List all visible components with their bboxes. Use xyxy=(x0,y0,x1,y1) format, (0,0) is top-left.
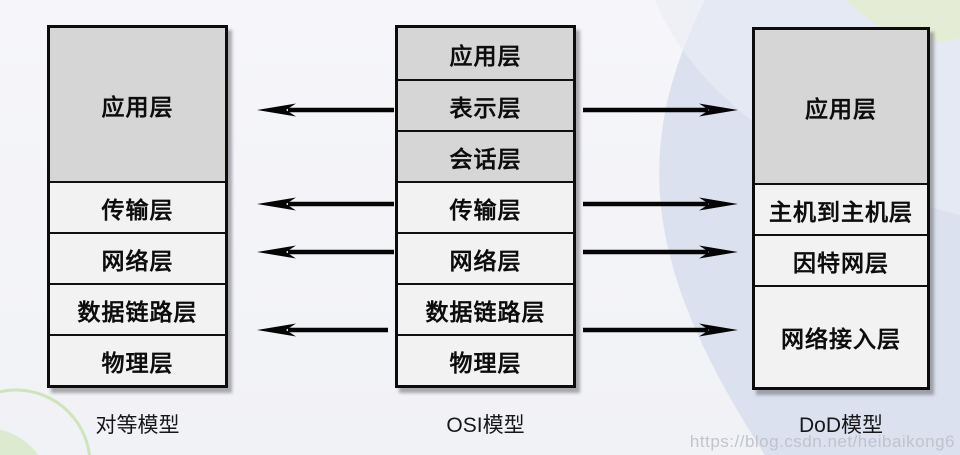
peer-layer-datalink: 数据链路层 xyxy=(50,283,225,334)
layer-label: 主机到主机层 xyxy=(769,198,913,225)
dod-layer-network-access: 网络接入层 xyxy=(755,285,927,387)
arrow-right-transport xyxy=(583,197,738,211)
peer-layer-transport: 传输层 xyxy=(50,181,225,232)
osi-layer-presentation: 表示层 xyxy=(398,79,573,130)
dod-model-caption: DoD模型 xyxy=(798,414,883,437)
dod-layer-application: 应用层 xyxy=(755,30,927,183)
peer-model-caption: 对等模型 xyxy=(95,414,180,437)
layer-label: 物理层 xyxy=(449,349,522,376)
peer-layer-application: 应用层 xyxy=(50,28,225,181)
layer-label: 会话层 xyxy=(449,145,522,172)
layer-label: 表示层 xyxy=(449,94,522,121)
layer-label: 传输层 xyxy=(449,196,522,223)
peer-layer-physical: 物理层 xyxy=(50,334,225,385)
osi-layer-transport: 传输层 xyxy=(398,181,573,232)
bg-green-corner-wedge xyxy=(845,0,960,42)
osi-model-box: 应用层 表示层 会话层 传输层 网络层 数据链路层 物理层 xyxy=(395,25,576,388)
osi-layer-network: 网络层 xyxy=(398,232,573,283)
layer-label: 数据链路层 xyxy=(77,298,198,325)
layer-label: 因特网层 xyxy=(793,249,889,276)
bg-green-circle-outline xyxy=(0,388,91,455)
arrow-left-application xyxy=(257,103,394,117)
layer-label: 数据链路层 xyxy=(425,298,546,325)
layer-label: 物理层 xyxy=(101,349,174,376)
dod-model-box: 应用层 主机到主机层 因特网层 网络接入层 xyxy=(752,27,930,390)
osi-layer-application: 应用层 xyxy=(398,28,573,79)
osi-layer-datalink: 数据链路层 xyxy=(398,283,573,334)
layer-label: 网络接入层 xyxy=(781,326,901,352)
layer-label: 网络层 xyxy=(449,247,522,274)
layer-label: 应用层 xyxy=(805,95,877,122)
peer-model-box: 应用层 传输层 网络层 数据链路层 物理层 xyxy=(47,25,228,388)
bg-green-corner-blob xyxy=(0,429,39,455)
peer-layer-network: 网络层 xyxy=(50,232,225,283)
layer-label: 应用层 xyxy=(449,42,522,69)
layer-label: 网络层 xyxy=(101,247,174,274)
arrow-left-network xyxy=(257,245,394,259)
osi-layer-session: 会话层 xyxy=(398,130,573,181)
layer-label: 应用层 xyxy=(101,93,174,120)
dod-layer-internet: 因特网层 xyxy=(755,234,927,285)
dod-layer-host-to-host: 主机到主机层 xyxy=(755,183,927,234)
arrow-left-transport xyxy=(257,197,394,211)
arrow-right-network xyxy=(583,245,738,259)
arrow-left-datalink xyxy=(257,323,388,337)
csdn-watermark: https://blog.csdn.net/heibaikong6 xyxy=(689,432,955,451)
osi-layer-physical: 物理层 xyxy=(398,334,573,385)
arrow-right-netaccess xyxy=(583,323,738,337)
layer-label: 传输层 xyxy=(101,196,174,223)
arrow-right-application xyxy=(583,103,738,117)
osi-model-caption: OSI模型 xyxy=(446,414,525,437)
